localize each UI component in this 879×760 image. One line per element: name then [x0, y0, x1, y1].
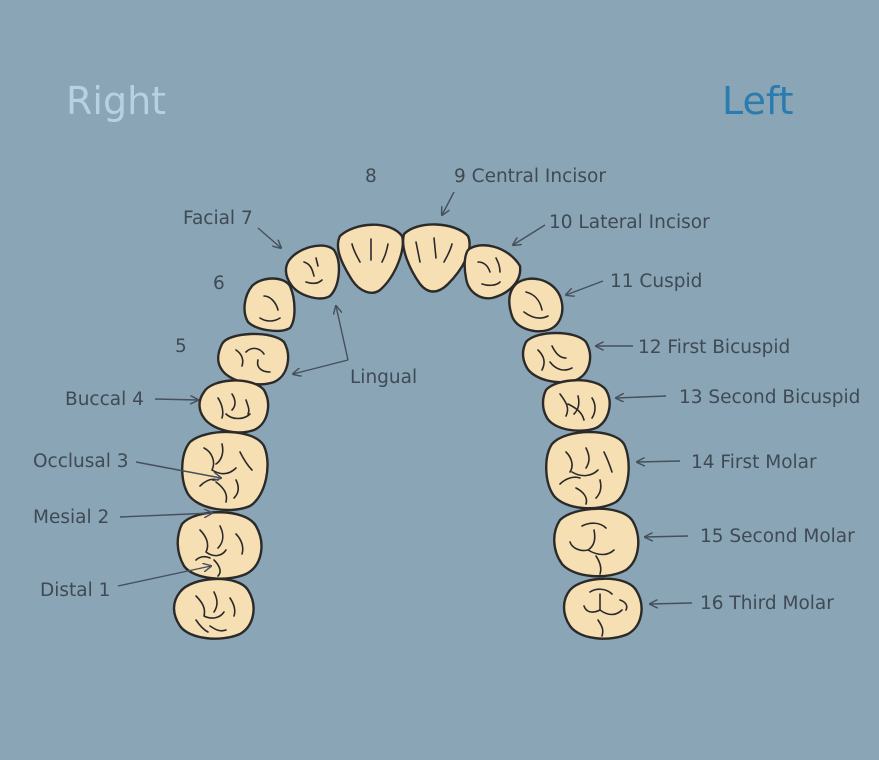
arrow-buccal-4 — [155, 399, 198, 400]
arrow-lingual-2 — [293, 360, 348, 374]
tooth-15 — [554, 509, 638, 577]
tooth-12 — [523, 333, 590, 382]
tooth-1 — [174, 579, 254, 639]
left-side-heading: Left — [722, 79, 794, 123]
arrow-facial-7 — [258, 228, 281, 248]
right-side-heading: Right — [66, 79, 166, 123]
label-tooth-16: 16 Third Molar — [700, 593, 834, 614]
label-tooth-11: 11 Cuspid — [610, 271, 702, 292]
label-tooth-8: 8 — [365, 166, 377, 187]
label-distal-1: Distal 1 — [40, 580, 110, 601]
tooth-7 — [286, 246, 339, 299]
arrow-tooth-15 — [645, 536, 688, 537]
label-tooth-15: 15 Second Molar — [700, 526, 855, 547]
tooth-5 — [218, 334, 288, 384]
tooth-11 — [509, 279, 562, 332]
label-lingual: Lingual — [350, 367, 417, 388]
tooth-4 — [200, 380, 269, 432]
label-tooth-6: 6 — [213, 273, 225, 294]
tooth-2 — [178, 512, 262, 578]
arrow-tooth-14 — [637, 461, 680, 462]
label-tooth-13: 13 Second Bicuspid — [679, 387, 860, 408]
tooth-16 — [564, 579, 642, 639]
tooth-9 — [403, 224, 469, 291]
arrow-tooth-10 — [513, 225, 545, 245]
tooth-13 — [543, 380, 610, 430]
label-tooth-5: 5 — [175, 336, 187, 357]
tooth-14 — [546, 432, 628, 508]
label-tooth-12: 12 First Bicuspid — [638, 337, 790, 358]
label-facial-7: Facial 7 — [183, 208, 253, 229]
label-mesial-2: Mesial 2 — [33, 507, 109, 528]
label-tooth-9: 9 Central Incisor — [454, 166, 606, 187]
arrow-tooth-11 — [566, 281, 603, 295]
tooth-3 — [182, 432, 267, 510]
arrow-tooth-13 — [616, 396, 666, 398]
label-tooth-10: 10 Lateral Incisor — [549, 212, 710, 233]
arrow-tooth-9 — [442, 192, 454, 215]
label-tooth-14: 14 First Molar — [691, 452, 817, 473]
label-buccal-4: Buccal 4 — [65, 389, 144, 410]
tooth-8 — [338, 225, 403, 293]
tooth-6 — [245, 279, 295, 331]
arrow-tooth-16 — [650, 603, 692, 604]
label-occlusal-3: Occlusal 3 — [33, 451, 129, 472]
arrow-lingual — [336, 306, 348, 360]
